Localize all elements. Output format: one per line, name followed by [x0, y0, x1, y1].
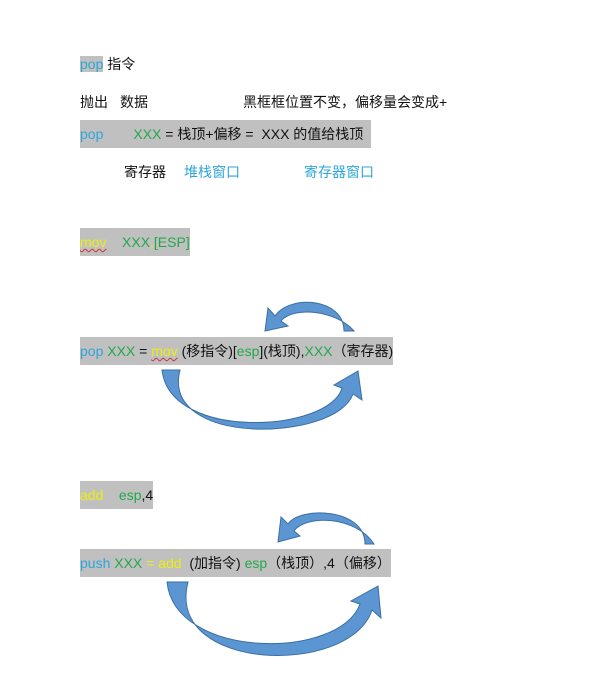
curved-arrow-icon: [264, 301, 356, 332]
pop-equation: pop XXX = 栈顶+偏移 = XXX 的值给栈顶: [80, 120, 372, 148]
stack-top-note: (栈顶),: [263, 343, 305, 359]
mov-instruction: mov XXX,[ESP]: [80, 228, 190, 256]
register-xxx: XXX: [114, 555, 143, 571]
push-equivalence: push XXX = add (加指令) esp（栈顶）,4（偏移）: [80, 549, 391, 577]
esp-keyword: esp: [118, 487, 142, 503]
equals: =: [135, 343, 152, 359]
mov-keyword: mov: [80, 234, 107, 250]
pop-keyword: pop: [80, 343, 104, 359]
pop-description: 抛出数据 黑框框位置不变，偏移量会变成+: [80, 88, 447, 116]
esp-keyword: esp: [244, 555, 268, 571]
offset-value: ,4: [141, 487, 154, 503]
heading-pop-instruction: pop 指令: [80, 50, 135, 78]
pop-keyword: pop: [80, 56, 104, 72]
bracket: [: [232, 343, 237, 359]
window-labels: 寄存器 堆栈窗口 寄存器窗口: [124, 158, 374, 186]
curved-arrow-icon: [161, 369, 363, 430]
stack-top-plus-offset: 栈顶+偏移: [177, 126, 242, 142]
bracket: ]: [259, 343, 264, 359]
register-note: （寄存器): [332, 343, 394, 359]
data-text: 数据: [120, 94, 148, 110]
pop-out-text: 抛出: [80, 94, 108, 110]
pop-equivalence: pop XXX = mov (移指令)[esp](栈顶),XXX（寄存器): [80, 337, 394, 365]
curved-arrow-icon: [277, 512, 375, 545]
mov-keyword: mov: [151, 343, 178, 359]
register-xxx: XXX: [133, 126, 162, 142]
register-window-label: 寄存器窗口: [304, 164, 374, 180]
register-xxx: XXX: [304, 343, 333, 359]
offset-note: 黑框框位置不变，偏移量会变成+: [243, 94, 448, 110]
add-instruction: add esp,4: [80, 481, 154, 509]
stack-top-offset-note: （栈顶）,4（偏移）: [267, 555, 391, 571]
heading-label: 指令: [107, 56, 136, 72]
push-keyword: push: [80, 555, 111, 571]
esp-keyword: esp: [236, 343, 260, 359]
mov-note: (移指令): [177, 343, 233, 359]
comma: ,: [150, 234, 154, 250]
equals: =: [142, 555, 159, 571]
stack-window-label: 堆栈窗口: [184, 164, 240, 180]
register-label: 寄存器: [124, 164, 166, 180]
register-xxx: XXX: [122, 234, 151, 250]
equals: =: [241, 126, 258, 142]
pop-keyword: pop: [80, 126, 104, 142]
add-keyword: add: [158, 555, 182, 571]
curved-arrow-icon: [166, 581, 382, 656]
esp-memory: [ESP]: [153, 234, 190, 250]
value-to-stack-top: XXX 的值给栈顶: [261, 126, 364, 142]
register-xxx: XXX: [107, 343, 136, 359]
equals: =: [161, 126, 178, 142]
add-keyword: add: [80, 487, 104, 503]
add-note: (加指令): [181, 555, 245, 571]
